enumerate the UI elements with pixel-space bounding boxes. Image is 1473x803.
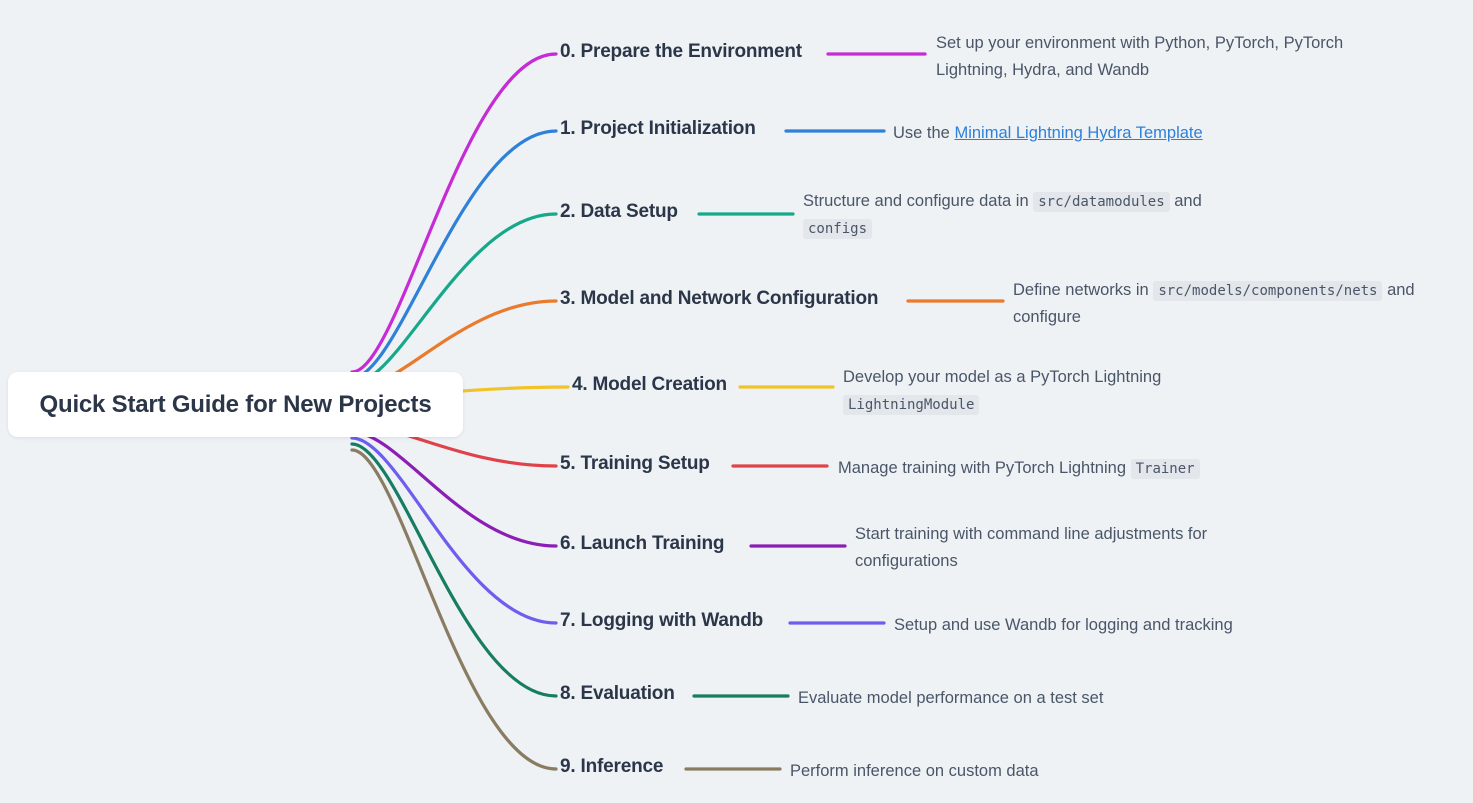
branch-curve-prepare-the-environment — [350, 52, 558, 374]
root-node-label: Quick Start Guide for New Projects — [39, 390, 432, 418]
branch-title-model-and-network-configuration: 3. Model and Network Configuration — [560, 288, 879, 309]
branch-curve-project-initialization — [350, 129, 558, 380]
branch-title-training-setup: 5. Training Setup — [560, 453, 710, 474]
branch-title-project-initialization: 1. Project Initialization — [560, 118, 756, 139]
branch-detail-logging-with-wandb: Setup and use Wandb for logging and trac… — [894, 612, 1324, 639]
detail-text: Set up your environment with Python, PyT… — [936, 34, 1344, 79]
detail-text: Manage training with PyTorch Lightning — [838, 459, 1131, 477]
branch-title-prepare-the-environment: 0. Prepare the Environment — [560, 41, 802, 62]
branch-model-and-network-configuration[interactable]: 3. Model and Network Configuration — [560, 288, 879, 310]
branch-curve-data-setup — [350, 212, 558, 386]
code-token: configs — [803, 218, 873, 239]
detail-text: Start training with command line adjustm… — [855, 525, 1208, 570]
branch-curve-evaluation — [350, 442, 558, 698]
branch-detail-inference: Perform inference on custom data — [790, 758, 1190, 785]
branch-project-initialization[interactable]: 1. Project Initialization — [560, 118, 756, 140]
branch-prepare-the-environment[interactable]: 0. Prepare the Environment — [560, 41, 802, 63]
detail-text: Use the — [893, 124, 955, 142]
branch-curve-inference — [350, 448, 558, 771]
branch-detail-prepare-the-environment: Set up your environment with Python, PyT… — [936, 30, 1406, 83]
branch-detail-data-setup: Structure and configure data in src/data… — [803, 188, 1253, 241]
branch-inference[interactable]: 9. Inference — [560, 756, 663, 778]
branch-detail-model-and-network-configuration: Define networks in src/models/components… — [1013, 277, 1463, 330]
root-node[interactable]: Quick Start Guide for New Projects — [8, 372, 463, 437]
branch-title-evaluation: 8. Evaluation — [560, 683, 675, 704]
branch-data-setup[interactable]: 2. Data Setup — [560, 201, 678, 223]
branch-title-logging-with-wandb: 7. Logging with Wandb — [560, 610, 764, 631]
branch-curve-launch-training — [350, 430, 558, 548]
branch-title-data-setup: 2. Data Setup — [560, 201, 678, 222]
branch-detail-evaluation: Evaluate model performance on a test set — [798, 685, 1198, 712]
branch-curve-logging-with-wandb — [350, 436, 558, 625]
detail-text: and configure — [1013, 281, 1415, 326]
branch-detail-project-initialization: Use the Minimal Lightning Hydra Template — [893, 120, 1363, 147]
branch-training-setup[interactable]: 5. Training Setup — [560, 453, 710, 475]
branch-title-inference: 9. Inference — [560, 756, 664, 777]
code-token: src/datamodules — [1033, 192, 1170, 212]
branch-detail-launch-training: Start training with command line adjustm… — [855, 521, 1275, 574]
detail-text: Define networks in — [1013, 281, 1154, 299]
detail-text: Perform inference on custom data — [790, 762, 1039, 780]
detail-text: Evaluate model performance on a test set — [798, 689, 1104, 707]
detail-text: Setup and use Wandb for logging and trac… — [894, 616, 1233, 634]
branch-launch-training[interactable]: 6. Launch Training — [560, 533, 724, 555]
detail-text: Develop your model as a PyTorch Lightnin… — [843, 368, 1162, 386]
code-token: LightningModule — [843, 394, 980, 415]
detail-link-project-initialization[interactable]: Minimal Lightning Hydra Template — [954, 124, 1203, 142]
branch-title-launch-training: 6. Launch Training — [560, 533, 725, 554]
detail-text: Structure and configure data in — [803, 192, 1034, 210]
branch-model-creation[interactable]: 4. Model Creation — [572, 374, 727, 396]
branch-logging-with-wandb[interactable]: 7. Logging with Wandb — [560, 610, 763, 632]
branch-evaluation[interactable]: 8. Evaluation — [560, 683, 675, 705]
branch-detail-training-setup: Manage training with PyTorch Lightning T… — [838, 455, 1268, 482]
detail-text: and — [1169, 192, 1202, 210]
code-token: Trainer — [1130, 459, 1200, 479]
branch-detail-model-creation: Develop your model as a PyTorch Lightnin… — [843, 364, 1263, 417]
code-token: src/models/components/nets — [1153, 281, 1383, 301]
branch-title-model-creation: 4. Model Creation — [572, 374, 727, 395]
